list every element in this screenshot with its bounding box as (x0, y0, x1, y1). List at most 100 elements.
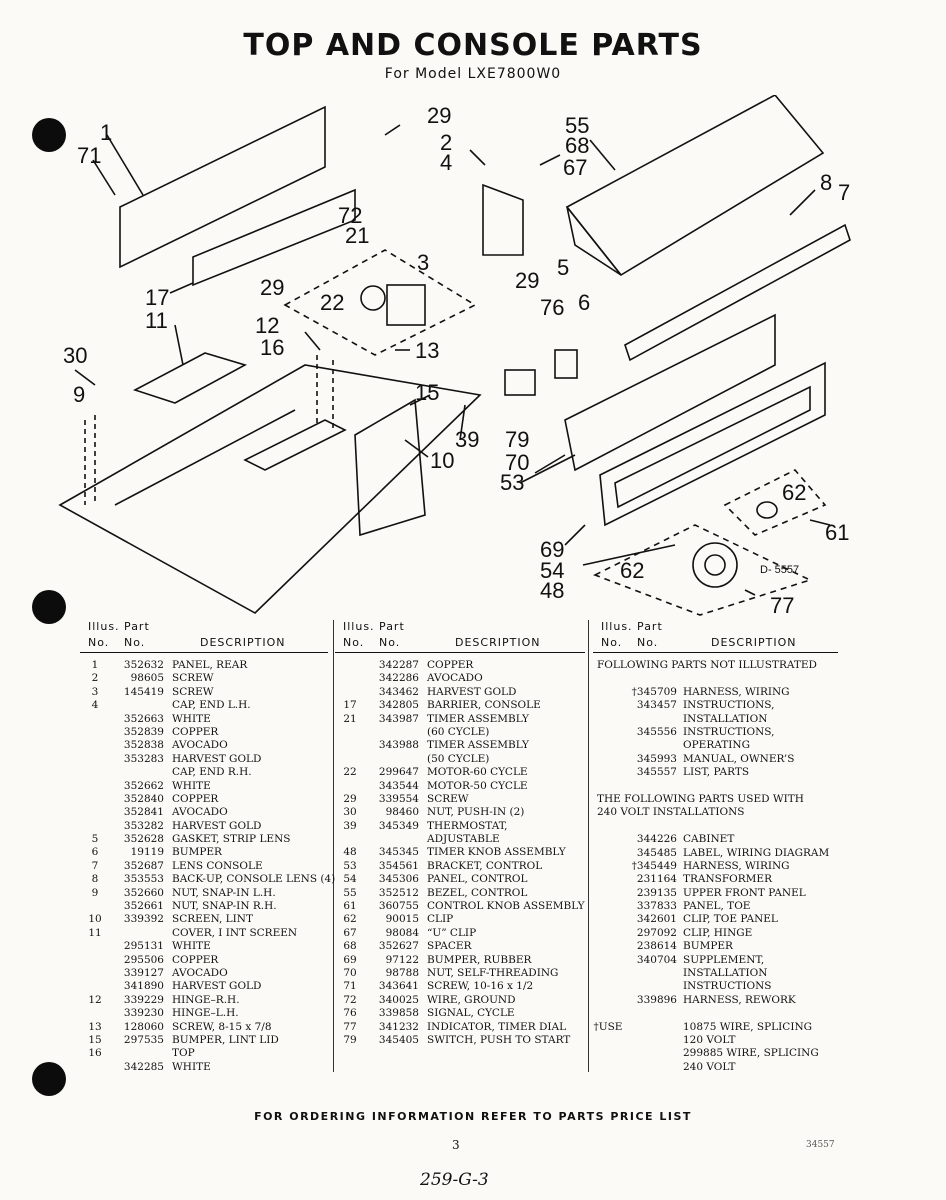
part-description: ADJUSTABLE (427, 833, 500, 846)
part-description: TOP (172, 1047, 195, 1060)
model-subtitle: For Model LXE7800W0 (384, 66, 562, 82)
illus-number: †USE (593, 1020, 623, 1033)
part-number: 341890 (123, 980, 164, 993)
ordering-footer: FOR ORDERING INFORMATION REFER TO PARTS … (254, 1110, 692, 1123)
part-description: BUMPER (172, 846, 222, 859)
part-number: 342286 (378, 672, 419, 685)
handwritten-note: 259-G-3 (420, 1170, 489, 1190)
part-number: 352839 (123, 725, 164, 738)
part-description: LENS CONSOLE (172, 859, 263, 872)
table-header: Illus. Part No. No. DESCRIPTION (593, 618, 838, 653)
part-description: CAP, END L.H. (172, 699, 251, 712)
callout-13: 13 (415, 338, 439, 363)
reference-code: 34557 (806, 1140, 835, 1150)
column-separator-1 (333, 620, 334, 1072)
part-number: 98084 (385, 926, 419, 939)
callout-3: 3 (417, 250, 429, 275)
part-number: 352840 (123, 792, 164, 805)
illus-number: 70 (343, 966, 357, 979)
part-description: CABINET (683, 833, 735, 846)
part-number: 345405 (378, 1033, 419, 1046)
part-number: 128060 (123, 1020, 164, 1033)
part-description: HARVEST GOLD (427, 685, 517, 698)
illus-number: 4 (91, 699, 99, 712)
illus-number: 21 (343, 712, 357, 725)
part-description: HINGE–L.H. (172, 1007, 239, 1020)
part-description: HARVEST GOLD (172, 980, 262, 993)
callout-29b: 29 (515, 268, 539, 293)
callout-70: 70 (505, 450, 529, 475)
table-row: INSTRUCTIONS (593, 980, 838, 993)
part-number: 343641 (378, 980, 419, 993)
part-number: 339858 (378, 1007, 419, 1020)
part-description: WIRE, GROUND (427, 993, 516, 1006)
part-description: (60 CYCLE) (427, 725, 490, 738)
diagram-code: D- 5557 (760, 564, 799, 576)
table-row: INSTALLATION (593, 713, 838, 726)
part-number: 345556 (636, 725, 677, 738)
part-number: 344226 (636, 833, 677, 846)
part-number: 299647 (378, 766, 419, 779)
part-description: BRACKET, CONTROL (427, 859, 543, 872)
callout-29: 29 (427, 103, 451, 128)
part-description: COPPER (172, 792, 219, 805)
part-description: BUMPER, LINT LID (172, 1033, 279, 1046)
illus-number: 10 (88, 913, 102, 926)
binder-hole-middle (32, 590, 66, 624)
part-number: 345993 (636, 752, 677, 765)
part-description: SCREW (172, 685, 214, 698)
binder-hole-top (32, 118, 66, 152)
part-description: SCREW, 10-16 x 1/2 (427, 980, 534, 993)
part-number: 97122 (385, 953, 419, 966)
illus-number: 76 (343, 1007, 357, 1020)
part-number: 352512 (378, 886, 419, 899)
part-description: SUPPLEMENT, (683, 953, 765, 966)
part-description: PANEL, REAR (172, 659, 248, 671)
callout-53: 53 (500, 470, 524, 495)
callout-62: 62 (782, 480, 806, 505)
part-description: BACK-UP, CONSOLE LENS (4) (172, 873, 336, 886)
table-row: (60 CYCLE) (335, 726, 585, 739)
callout-6: 6 (578, 290, 590, 315)
console-barrier-drawing (192, 188, 356, 287)
table-header: Illus. Part No. No. DESCRIPTION (80, 618, 328, 653)
part-description: SCREW, 8-15 x 7/8 (172, 1020, 272, 1033)
illus-number: 6 (91, 846, 99, 859)
top-surface-drawing (58, 364, 482, 614)
switch-drawing (504, 369, 536, 396)
parts-table-column-3: Illus. Part No. No. DESCRIPTION FOLLOWIN… (593, 618, 838, 1076)
callout-7: 7 (838, 180, 850, 205)
part-description: SCREW (172, 672, 214, 685)
part-number: 342287 (378, 659, 419, 671)
part-number: 352838 (123, 739, 164, 752)
callout-61: 61 (825, 520, 849, 545)
illus-number: 79 (343, 1033, 357, 1046)
illus-number: 30 (343, 806, 357, 819)
control-panel-drawing (599, 361, 826, 527)
part-number: 239135 (636, 886, 677, 899)
callout-17: 17 (145, 285, 169, 310)
part-number: 353282 (123, 819, 164, 832)
part-number: 238614 (636, 940, 677, 953)
part-description: INSTALLATION (683, 712, 768, 725)
callout-5: 5 (557, 255, 569, 280)
